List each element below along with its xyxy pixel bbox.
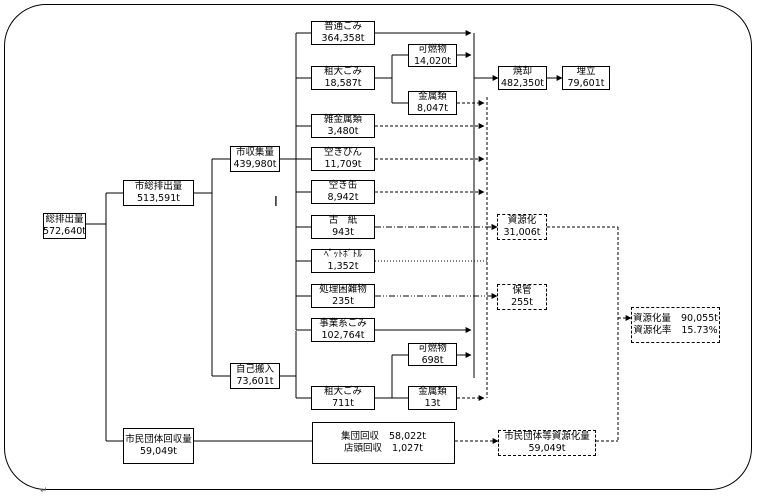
misc-metal-label: 雑金属類	[323, 114, 362, 125]
recycle-amount-row: 資源化量 90,055t	[633, 313, 718, 325]
metal-box-2: 金属類 13t	[408, 386, 457, 410]
metal-value-2: 13t	[424, 398, 441, 409]
citizen-collection-label: 市民団体回収量	[125, 434, 192, 445]
city-collection-label: 市収集量	[235, 147, 274, 158]
normal-waste-label: 普通ごみ	[323, 21, 362, 32]
group-collection-value: 58,022t	[389, 431, 426, 442]
group-collection-box: 集団回収 58,022t 店頭回収 1,027t	[312, 422, 455, 464]
recycling-box: 資源化 31,006t	[497, 214, 547, 240]
recycle-amount-value: 90,055t	[681, 313, 718, 324]
empty-can-value: 8,942t	[327, 192, 359, 203]
store-collection-value: 1,027t	[392, 443, 423, 454]
hard-to-treat-box: 処理困難物 235t	[311, 284, 375, 308]
recycle-rate-box: 資源化量 90,055t 資源化率 15.73%	[631, 307, 720, 343]
self-carry-value: 73,601t	[236, 376, 274, 387]
storage-label: 保管	[512, 285, 532, 296]
bulky-waste-value-2: 711t	[332, 398, 354, 409]
city-collection-box: 市収集量 439,980t	[230, 146, 280, 172]
pet-bottle-label: ﾍﾟｯﾄﾎﾞﾄﾙ	[323, 249, 362, 260]
landfill-label: 埋立	[576, 66, 596, 77]
metal-value-1: 8,047t	[417, 103, 448, 114]
pet-bottle-box: ﾍﾟｯﾄﾎﾞﾄﾙ 1,352t	[311, 249, 375, 273]
self-carry-box: 自己搬入 73,601t	[230, 363, 280, 389]
used-paper-label: 古 紙	[328, 215, 358, 226]
empty-can-label: 空き缶	[328, 180, 358, 191]
combustible-label-2: 可燃物	[418, 342, 447, 354]
store-collection-label: 店頭回収	[344, 443, 383, 454]
store-collection-row: 店頭回収 1,027t	[344, 443, 423, 455]
combustible-box-1: 可燃物 14,020t	[408, 44, 457, 67]
normal-waste-value: 364,358t	[321, 33, 365, 44]
total-emissions-label: 総排出量	[45, 214, 84, 225]
business-waste-value: 102,764t	[321, 330, 365, 341]
empty-bottle-value: 11,709t	[324, 159, 362, 170]
combustible-value-1: 14,020t	[414, 55, 451, 67]
hard-to-treat-label: 処理困難物	[319, 284, 367, 295]
landfill-value: 79,601t	[567, 78, 605, 89]
recycle-rate-row: 資源化率 15.73%	[633, 325, 717, 337]
paragraph-mark-icon: ↵	[40, 486, 48, 496]
pet-bottle-value: 1,352t	[327, 261, 359, 272]
citizen-recycling-value: 59,049t	[528, 443, 566, 454]
empty-bottle-box: 空きびん 11,709t	[311, 147, 375, 171]
group-collection-label: 集団回収	[341, 431, 380, 442]
metal-label-1: 金属類	[418, 91, 447, 102]
misc-metal-value: 3,480t	[327, 126, 359, 137]
business-waste-label: 事業系ごみ	[319, 318, 367, 329]
bulky-waste-box-2: 粗大ごみ 711t	[311, 386, 375, 410]
combustible-value-2: 698t	[421, 354, 444, 366]
normal-waste-box: 普通ごみ 364,358t	[311, 21, 375, 45]
text-cursor-icon: I	[274, 195, 278, 210]
recycling-label: 資源化	[507, 215, 537, 226]
citizen-collection-box: 市民団体回収量 59,049t	[123, 428, 194, 464]
used-paper-value: 943t	[332, 227, 354, 238]
recycle-rate-label: 資源化率	[633, 325, 672, 336]
storage-box: 保管 255t	[497, 284, 547, 310]
empty-bottle-label: 空きびん	[323, 147, 362, 158]
business-waste-box: 事業系ごみ 102,764t	[311, 318, 375, 342]
incineration-label: 焼却	[512, 66, 532, 77]
recycle-rate-value: 15.73%	[681, 325, 718, 336]
misc-metal-box: 雑金属類 3,480t	[311, 114, 375, 138]
total-emissions-box: 総排出量 572,640t	[43, 213, 86, 239]
total-emissions-value: 572,640t	[43, 226, 87, 237]
self-carry-label: 自己搬入	[235, 364, 274, 375]
citizen-recycling-label: 市民団体等資源化量	[504, 431, 590, 442]
combustible-label-1: 可燃物	[418, 43, 447, 55]
recycling-value: 31,006t	[503, 227, 541, 238]
used-paper-box: 古 紙 943t	[311, 215, 375, 239]
bulky-waste-value: 18,587t	[324, 78, 362, 89]
bulky-waste-label-2: 粗大ごみ	[323, 386, 362, 397]
city-collection-value: 439,980t	[233, 159, 277, 170]
bulky-waste-label: 粗大ごみ	[323, 66, 362, 77]
combustible-box-2: 可燃物 698t	[408, 343, 457, 366]
city-total-emissions-value: 513,591t	[136, 193, 180, 204]
citizen-recycling-box: 市民団体等資源化量 59,049t	[498, 430, 596, 456]
group-collection-row: 集団回収 58,022t	[341, 431, 426, 443]
recycle-amount-label: 資源化量	[633, 313, 672, 324]
city-total-emissions-label: 市総排出量	[134, 181, 183, 192]
storage-value: 255t	[511, 297, 533, 308]
hard-to-treat-value: 235t	[332, 296, 354, 307]
empty-can-box: 空き缶 8,942t	[311, 180, 375, 204]
rounded-frame	[4, 4, 752, 490]
incineration-value: 482,350t	[500, 78, 544, 89]
landfill-box: 埋立 79,601t	[562, 66, 610, 90]
city-total-emissions-box: 市総排出量 513,591t	[123, 180, 194, 206]
metal-label-2: 金属類	[418, 386, 447, 397]
citizen-collection-value: 59,049t	[140, 446, 177, 457]
metal-box-1: 金属類 8,047t	[408, 91, 457, 115]
bulky-waste-box: 粗大ごみ 18,587t	[311, 66, 375, 90]
incineration-box: 焼却 482,350t	[498, 66, 547, 90]
